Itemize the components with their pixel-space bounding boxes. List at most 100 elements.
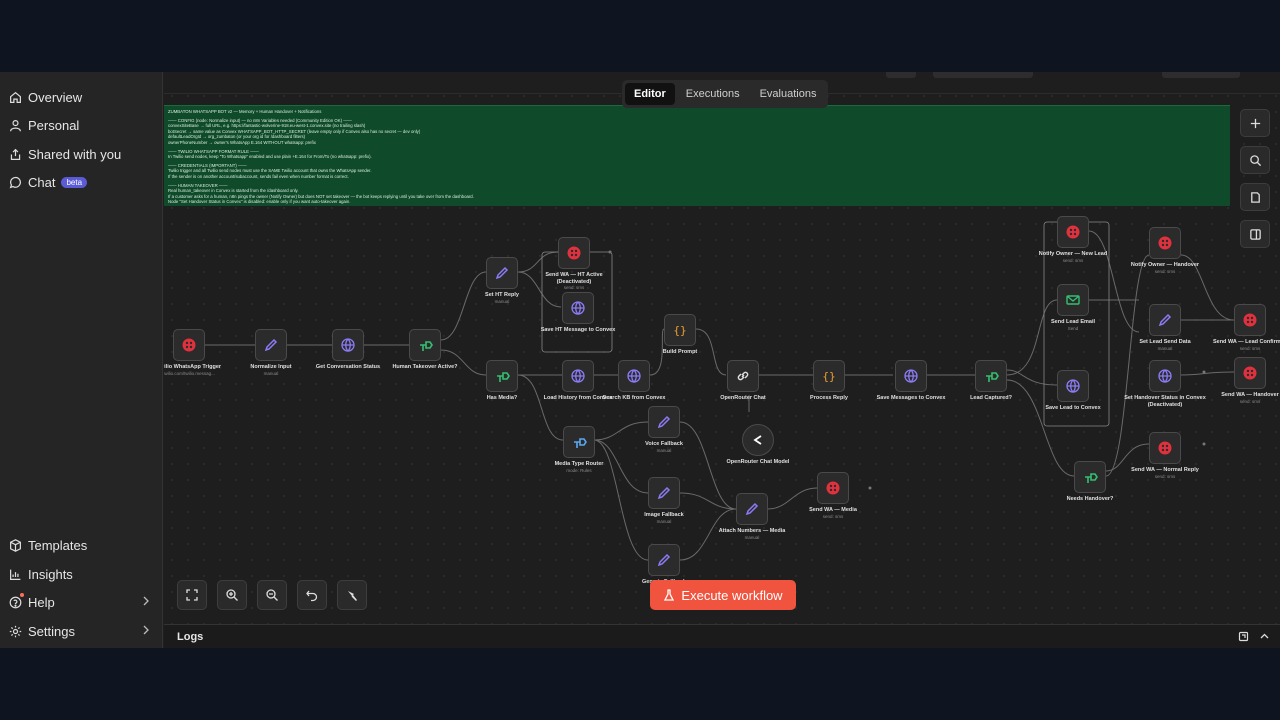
twilio-icon <box>566 245 582 261</box>
node-subtitle: manual <box>1157 345 1173 351</box>
workflow-canvas[interactable]: ZUMBATON WHATSAPP BOT v2 — Memory + Huma… <box>164 72 1280 624</box>
node-loadhist[interactable] <box>562 360 594 392</box>
node-subtitle: send: sms <box>563 285 585 290</box>
sticky-note-line: —— CREDENTIALS (IMPORTANT) —— <box>168 162 247 168</box>
node-normalize[interactable] <box>255 329 287 361</box>
execute-workflow-button[interactable]: Execute workflow <box>650 580 796 610</box>
pencil-icon <box>263 337 279 353</box>
node-label: Set Handover Status in Convex (Deactivat… <box>1120 395 1210 408</box>
node-title: Notify Owner — Handover <box>1130 262 1200 268</box>
header-button[interactable] <box>886 72 916 78</box>
node-sendwaht[interactable] <box>558 237 590 269</box>
node-sendwamedia[interactable] <box>817 472 849 504</box>
gear-icon <box>9 625 22 638</box>
node-trigger[interactable] <box>173 329 205 361</box>
sticky-note-button[interactable] <box>1240 183 1270 211</box>
node-label: Search KB from Convex <box>589 395 679 402</box>
node-label: Twilio WhatsApp Triggertwilio.com/twilio… <box>164 364 234 377</box>
node-saveleadconvex[interactable] <box>1057 370 1089 402</box>
sidebar-item-help[interactable]: Help <box>0 590 163 614</box>
globe-icon <box>570 368 586 384</box>
node-subtitle: send: sms <box>822 513 844 519</box>
node-sendwahand[interactable] <box>1234 357 1266 389</box>
sidebar-item-label: Personal <box>28 117 80 133</box>
node-subtitle: send: sms <box>1154 473 1176 479</box>
node-takeover[interactable] <box>409 329 441 361</box>
twilio-icon <box>1242 365 1258 381</box>
node-notifynew[interactable] <box>1057 216 1089 248</box>
sidebar: Overview Personal Shared with you Chat b… <box>0 72 163 648</box>
node-buildprompt[interactable]: {} <box>664 314 696 346</box>
panel-toggle-button[interactable] <box>1240 220 1270 248</box>
chevron-up-icon[interactable] <box>1259 631 1270 642</box>
fit-view-button[interactable] <box>177 580 207 610</box>
node-savemsgs[interactable] <box>895 360 927 392</box>
if-icon <box>1082 469 1098 485</box>
node-ormodel[interactable] <box>742 424 774 456</box>
node-title: Send WA — Lead Confirmed <box>1212 339 1280 345</box>
sticky-note-line: ownerPhoneNumber → owner's WhatsApp E.16… <box>168 139 316 145</box>
sidebar-item-templates[interactable]: Templates <box>0 533 163 557</box>
node-setht[interactable] <box>486 257 518 289</box>
node-sendwalead[interactable] <box>1234 304 1266 336</box>
node-notifyhand[interactable] <box>1149 227 1181 259</box>
popout-icon[interactable] <box>1238 631 1249 642</box>
sidebar-item-insights[interactable]: Insights <box>0 562 163 586</box>
node-processreply[interactable]: {} <box>813 360 845 392</box>
tab-executions[interactable]: Executions <box>685 88 740 100</box>
node-subtitle: manual <box>263 370 279 376</box>
node-title: Has Media? <box>486 395 518 401</box>
code-icon: {} <box>821 368 837 384</box>
zoom-out-button[interactable] <box>257 580 287 610</box>
sidebar-item-settings[interactable]: Settings <box>0 619 163 643</box>
node-needshand[interactable] <box>1074 461 1106 493</box>
notification-dot <box>20 593 24 597</box>
node-orchat[interactable] <box>727 360 759 392</box>
undo-button[interactable] <box>297 580 327 610</box>
user-icon <box>9 119 22 132</box>
node-setleadsend[interactable] <box>1149 304 1181 336</box>
node-voicefb[interactable] <box>648 406 680 438</box>
node-title: Build Prompt <box>662 349 698 355</box>
node-searchkb[interactable] <box>618 360 650 392</box>
logs-panel[interactable]: Logs <box>164 624 1280 648</box>
node-sendleademail[interactable] <box>1057 284 1089 316</box>
node-saveht[interactable] <box>562 292 594 324</box>
node-mediarouter[interactable] <box>563 426 595 458</box>
header-button[interactable] <box>1162 72 1240 78</box>
sidebar-item-shared[interactable]: Shared with you <box>0 142 163 166</box>
node-attachnum[interactable] <box>736 493 768 525</box>
zoom-in-button[interactable] <box>217 580 247 610</box>
sticky-note-line: If a customer asks for a human, n8n ping… <box>168 193 474 199</box>
search-nodes-button[interactable] <box>1240 146 1270 174</box>
node-sendwanormal[interactable] <box>1149 432 1181 464</box>
tab-evaluations[interactable]: Evaluations <box>759 88 817 100</box>
sticky-note[interactable]: ZUMBATON WHATSAPP BOT v2 — Memory + Huma… <box>164 105 1230 206</box>
node-hasmedia[interactable] <box>486 360 518 392</box>
openrouter-icon <box>750 432 766 448</box>
node-title: Voice Fallback <box>645 441 683 447</box>
node-label: Needs Handover? <box>1045 496 1135 503</box>
sidebar-item-overview[interactable]: Overview <box>0 85 163 109</box>
header-button[interactable] <box>933 72 1033 78</box>
node-title: Save Messages to Convex <box>876 395 946 401</box>
node-leadcap[interactable] <box>975 360 1007 392</box>
sticky-note-line: Node "Set Handover Status in Convex" is … <box>168 199 351 205</box>
node-genericfb[interactable] <box>648 544 680 576</box>
node-label: Lead Captured? <box>946 395 1036 402</box>
sidebar-item-personal[interactable]: Personal <box>0 113 163 137</box>
tab-editor[interactable]: Editor <box>625 83 675 105</box>
node-getconv[interactable] <box>332 329 364 361</box>
add-node-button[interactable] <box>1240 109 1270 137</box>
node-title: Process Reply <box>810 395 848 401</box>
tidy-up-button[interactable] <box>337 580 367 610</box>
pencil-icon <box>656 485 672 501</box>
node-sethandstatus[interactable] <box>1149 360 1181 392</box>
sidebar-item-chat[interactable]: Chat beta <box>0 170 163 194</box>
node-imagefb[interactable] <box>648 477 680 509</box>
